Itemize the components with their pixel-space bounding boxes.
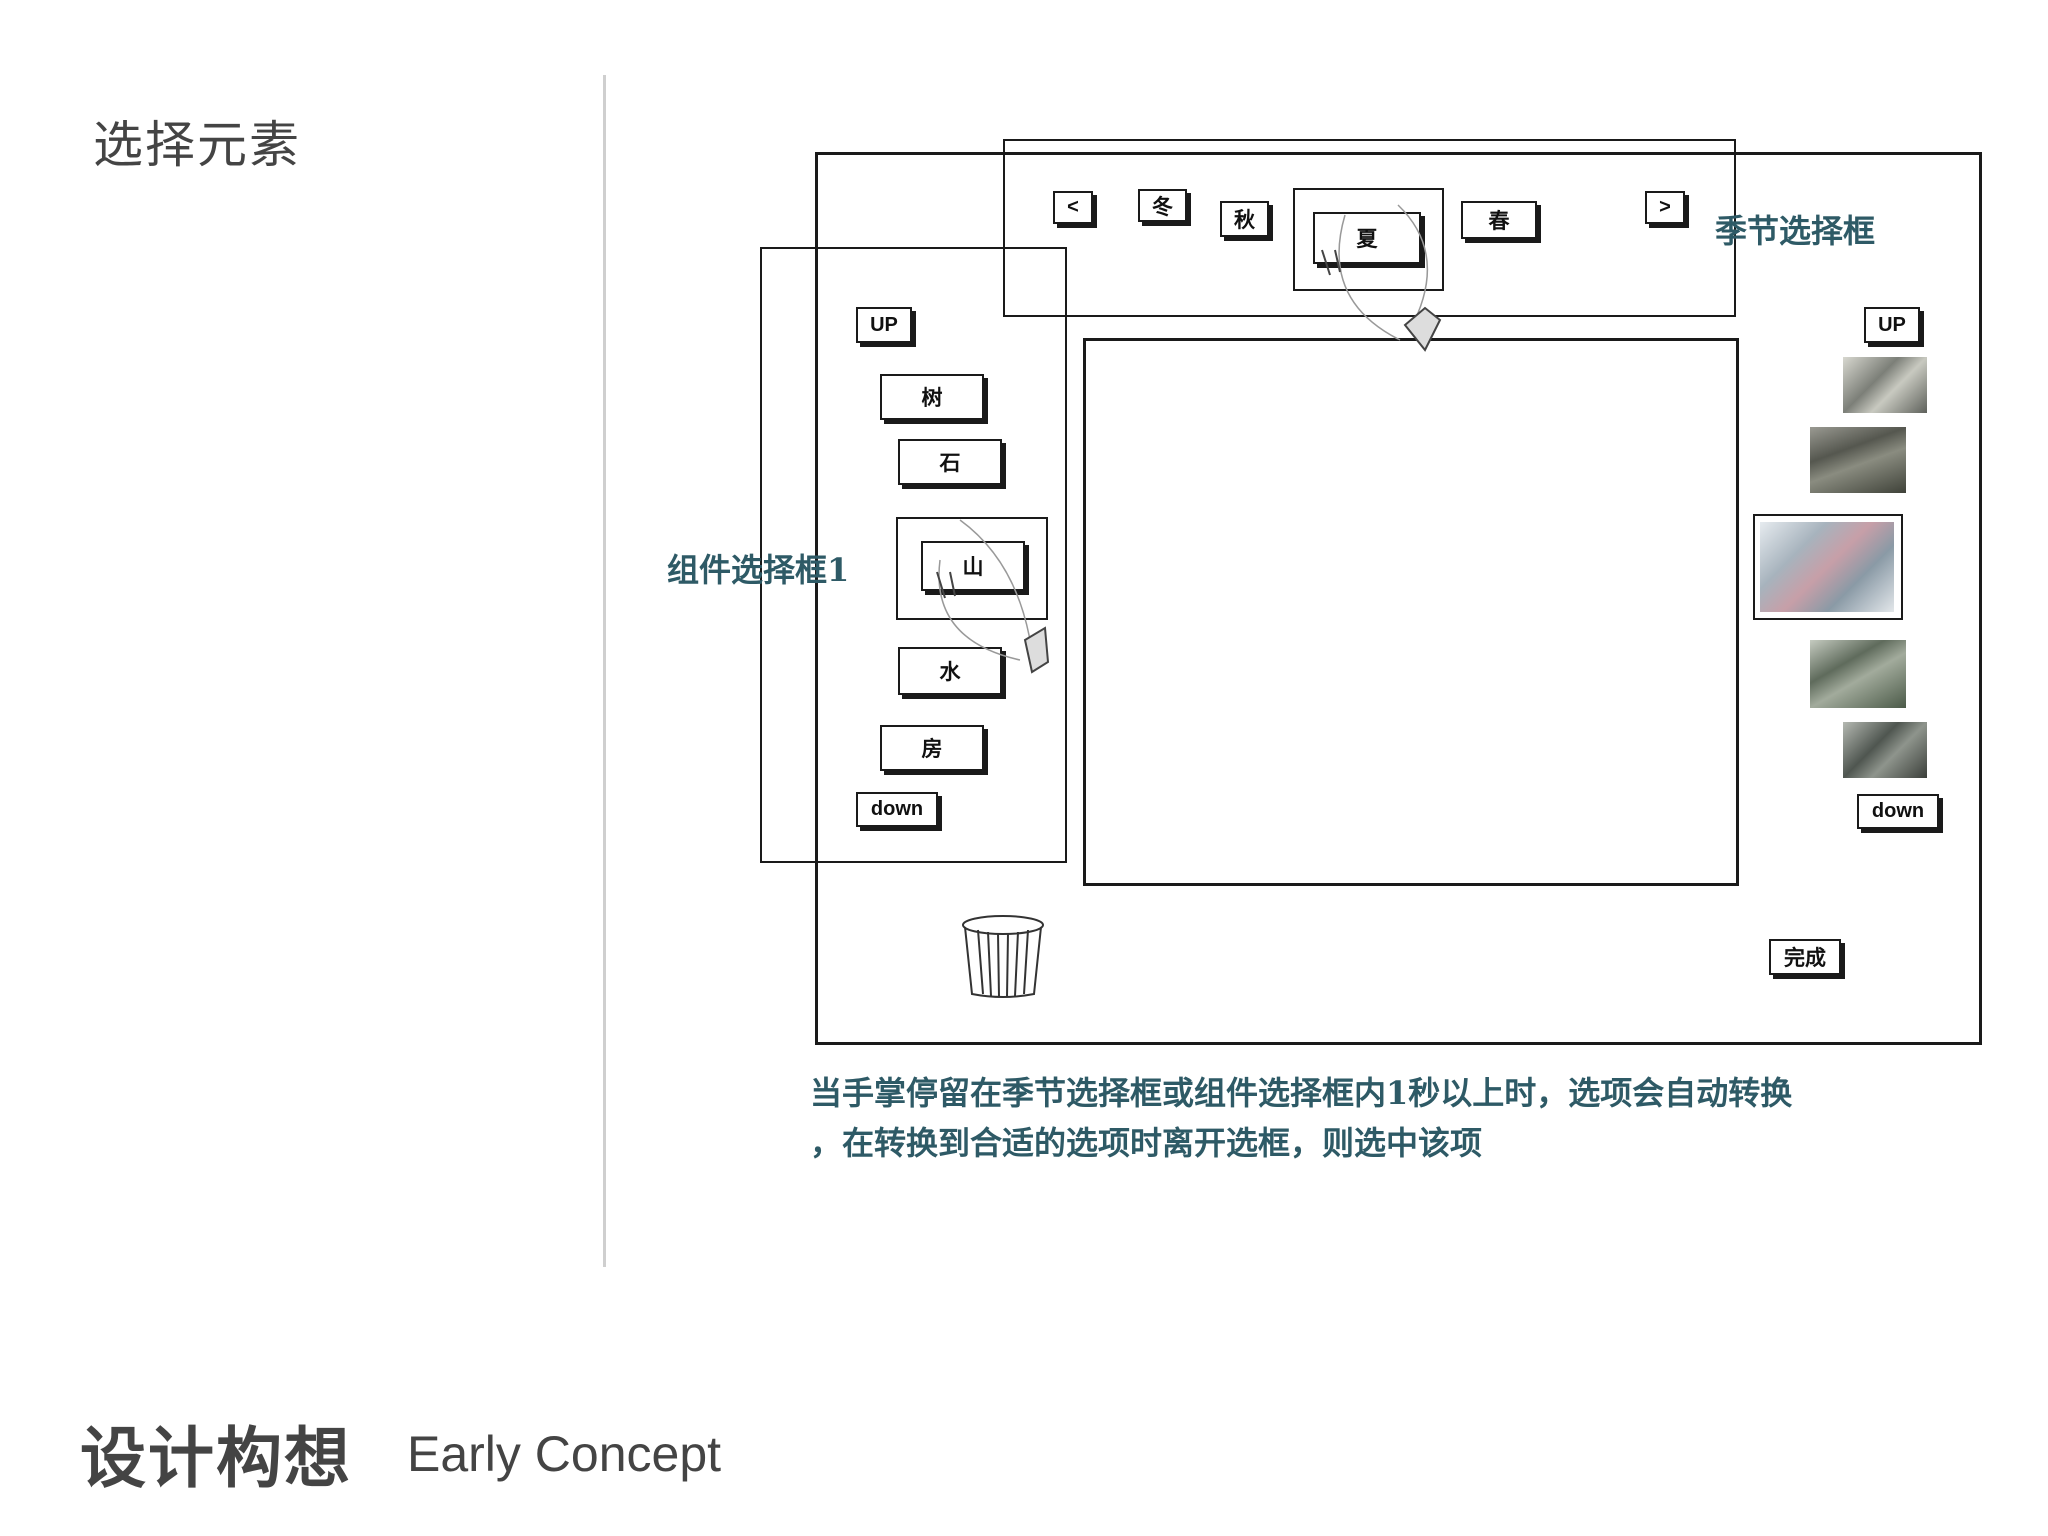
component-water-button[interactable]: 水 [898,647,1002,695]
landscape-thumbnail-2[interactable] [1810,427,1906,493]
trash-can-icon[interactable] [962,915,1044,998]
component-stone-button[interactable]: 石 [898,439,1002,485]
landscape-thumbnail-4[interactable] [1810,640,1906,708]
vertical-divider [603,75,606,1267]
main-frame [815,152,1982,1045]
landscape-thumbnail-3-selected[interactable] [1760,522,1894,612]
component-down-button[interactable]: down [856,792,938,827]
footer-subtitle: Early Concept [407,1426,722,1482]
component-up-button[interactable]: UP [856,307,912,343]
landscape-thumbnail-5[interactable] [1843,722,1927,778]
caption-line-2: ，在转换到合适的选项时离开选框，则选中该项 [810,1124,1483,1162]
season-spring-button[interactable]: 春 [1461,201,1537,239]
season-next-button[interactable]: > [1645,191,1685,224]
sketch-caption: 当手掌停留在季节选择框或组件选择框内1秒以上时，选项会自动转换 ，在转换到合适的… [810,1068,2000,1168]
footer-title: 设计构想 [80,1420,352,1497]
season-selected-frame [1293,188,1444,291]
season-frame-label: 季节选择框 [1715,212,1876,250]
season-prev-button[interactable]: < [1053,191,1093,224]
hand-cursor-icon [1321,204,1442,352]
season-autumn-button[interactable]: 秋 [1220,201,1269,237]
season-winter-button[interactable]: 冬 [1138,189,1187,222]
caption-line-1: 当手掌停留在季节选择框或组件选择框内1秒以上时，选项会自动转换 [810,1074,1793,1112]
image-down-button[interactable]: down [1857,794,1939,829]
hand-cursor-icon [936,519,1050,674]
image-up-button[interactable]: UP [1864,307,1920,343]
season-summer-button[interactable]: 夏 [1313,212,1421,264]
component-selection-frame [760,247,1067,863]
component-house-button[interactable]: 房 [880,725,984,771]
season-selection-frame [1003,139,1736,317]
drawing-canvas [1083,338,1739,886]
landscape-thumbnail-1[interactable] [1843,357,1927,413]
component-selected-frame [896,517,1048,620]
component-mountain-button[interactable]: 山 [921,541,1025,591]
component-frame-label: 组件选择框1 [667,551,850,589]
component-tree-button[interactable]: 树 [880,374,984,420]
done-button[interactable]: 完成 [1769,939,1841,975]
image-selected-frame [1753,514,1903,620]
section-title: 选择元素 [93,116,301,174]
